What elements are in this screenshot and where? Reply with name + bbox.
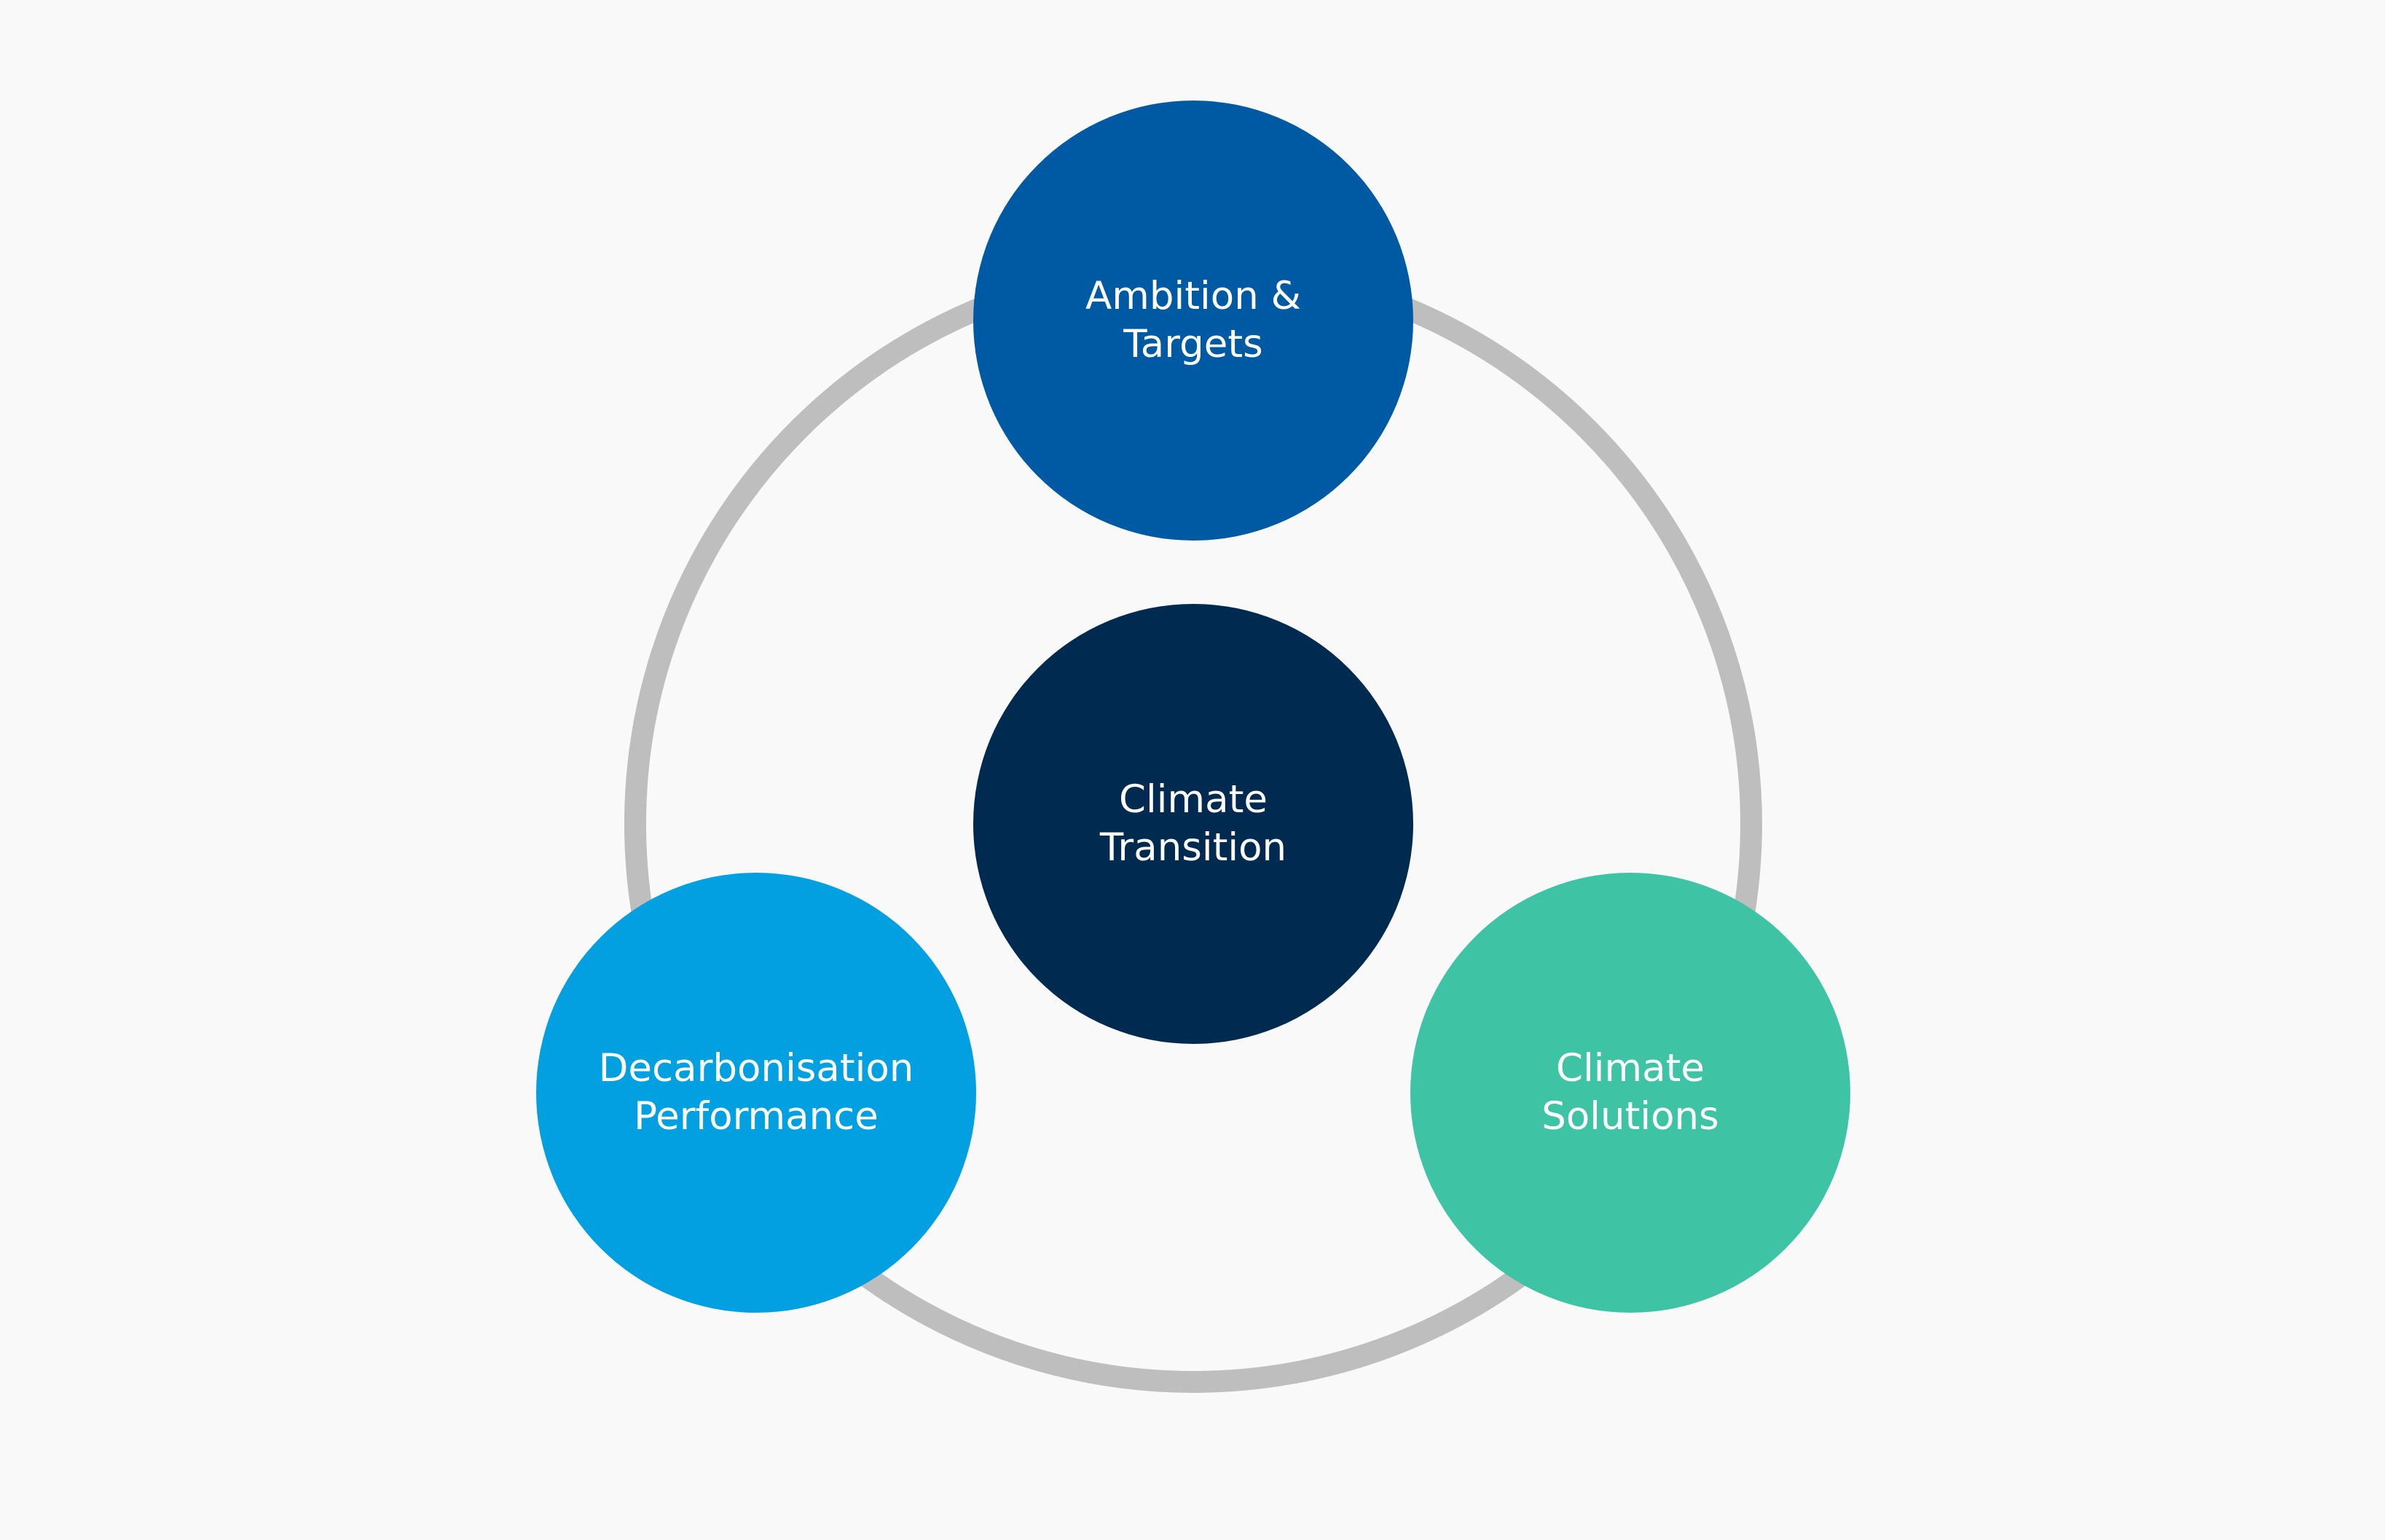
node-label-line2: Transition	[1099, 825, 1287, 870]
node-climate-solutions: Climate Solutions	[1410, 873, 1850, 1313]
node-label-line1: Climate	[1556, 1046, 1705, 1091]
node-label-line2: Performance	[634, 1094, 879, 1139]
node-climate-transition: Climate Transition	[973, 604, 1413, 1044]
node-label-line2: Targets	[1123, 322, 1263, 366]
node-label-line1: Decarbonisation	[598, 1046, 914, 1091]
node-label-line1: Ambition &	[1085, 274, 1301, 318]
node-ambition-targets: Ambition & Targets	[973, 101, 1413, 541]
node-decarbonisation-performance: Decarbonisation Performance	[536, 873, 976, 1313]
node-label-line1: Climate	[1119, 777, 1268, 822]
node-label-line2: Solutions	[1541, 1094, 1719, 1139]
